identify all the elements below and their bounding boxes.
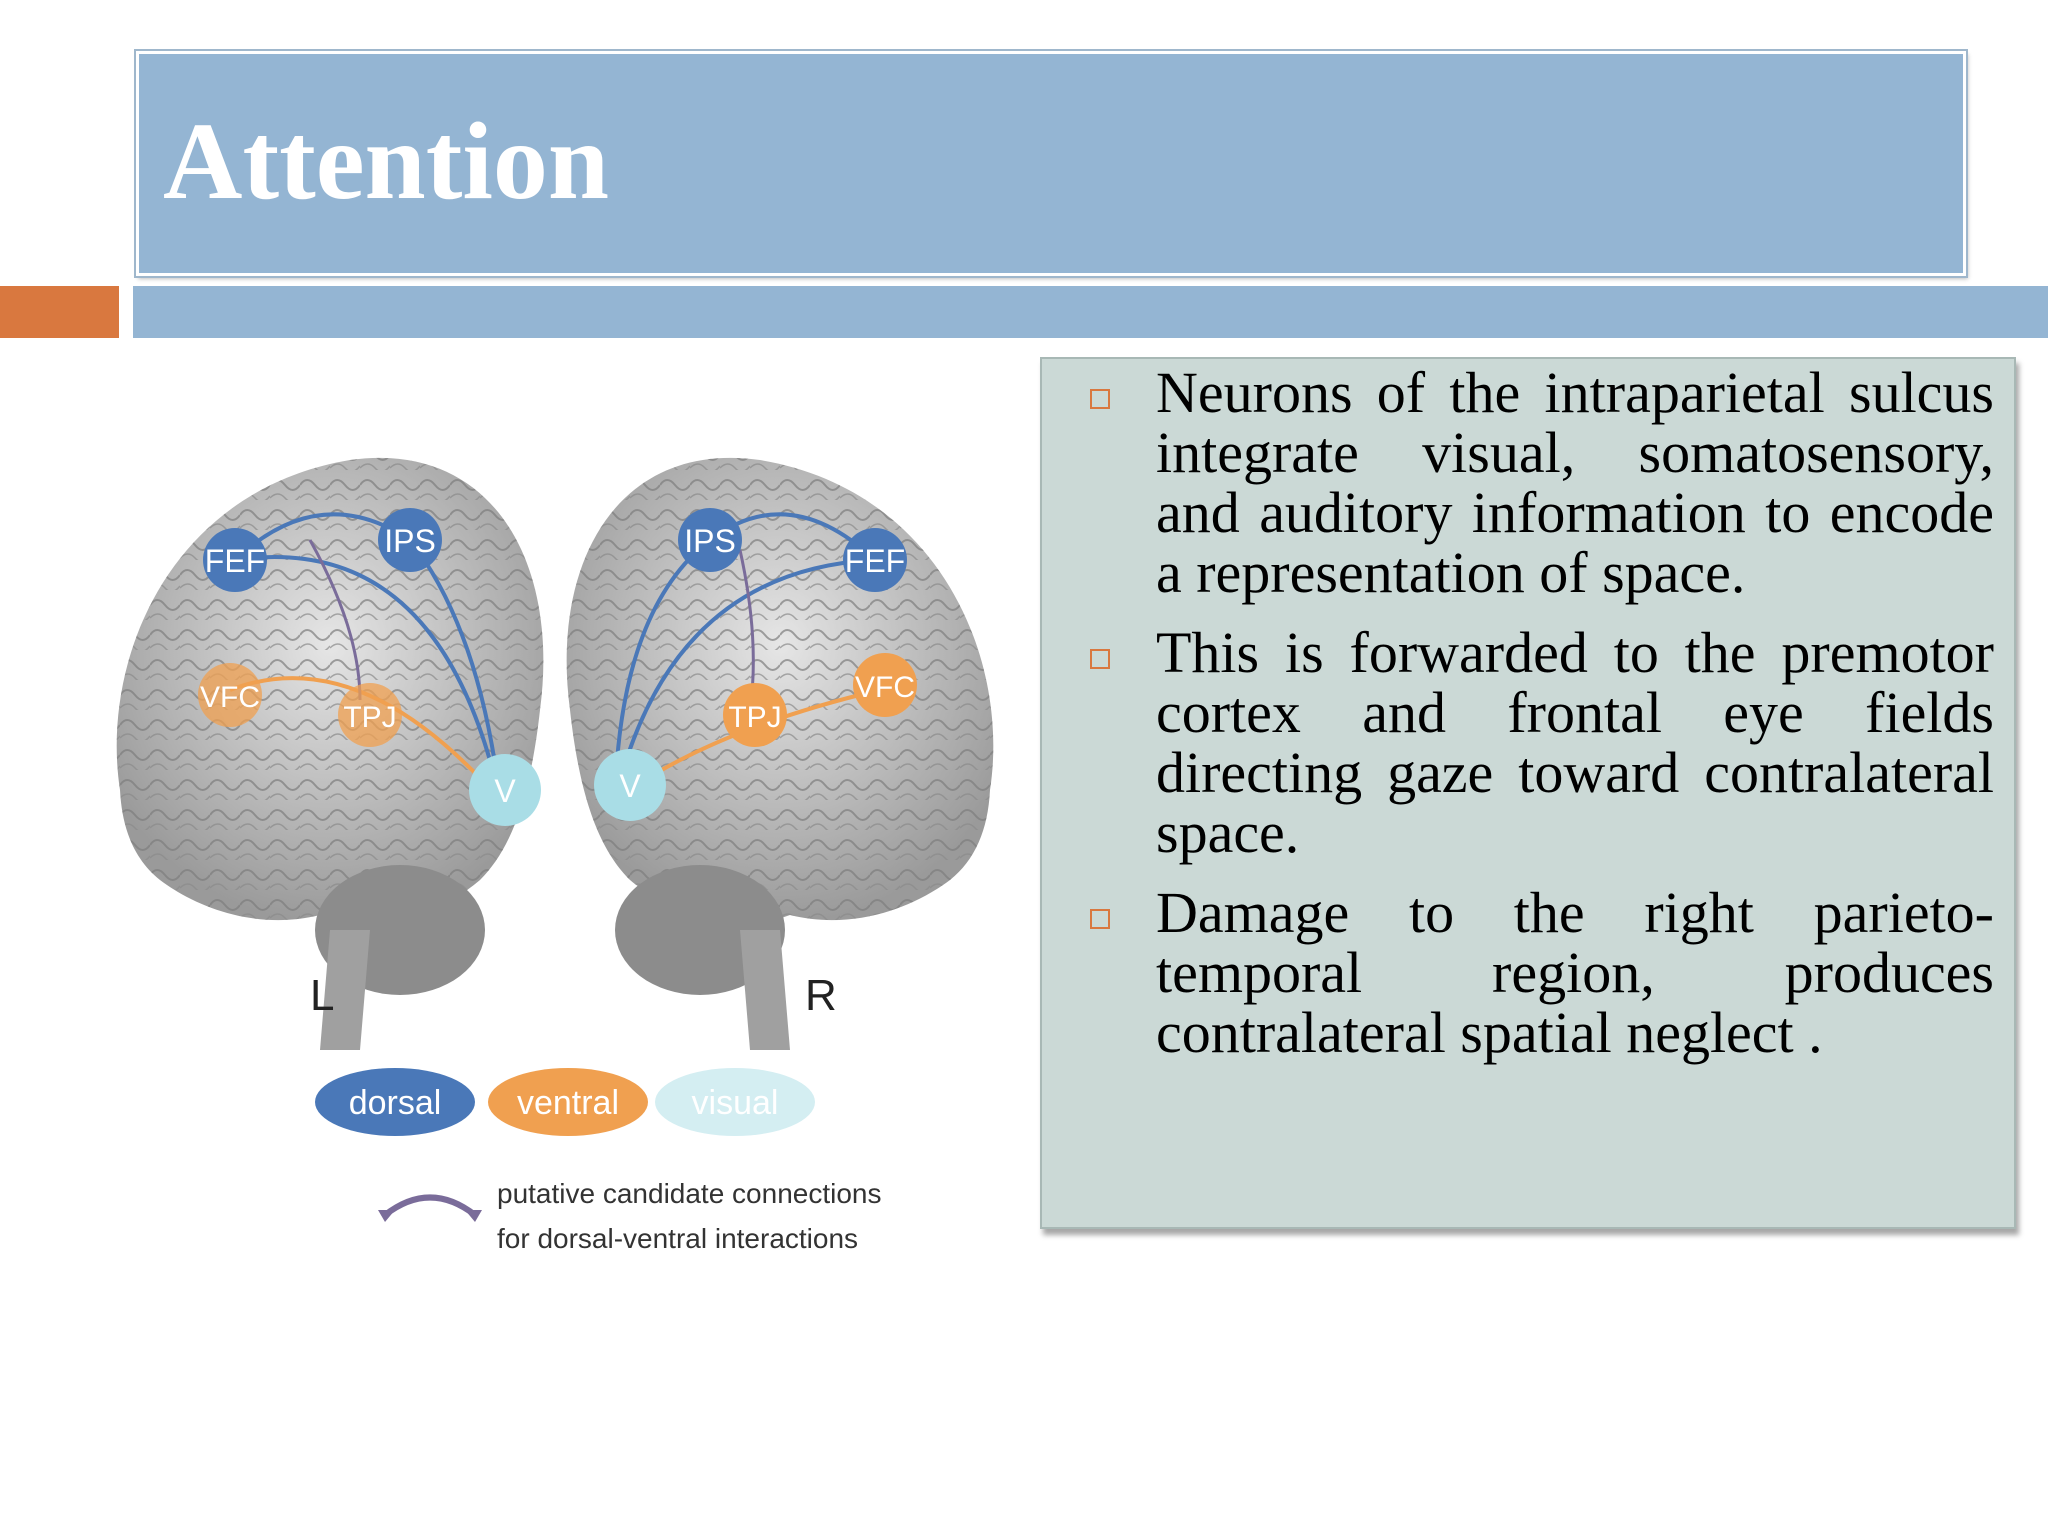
right-fef-label: FEF [845,543,905,579]
right-tpj-label: TPJ [728,701,781,734]
connection-arrow-icon [383,1194,477,1218]
bullet-item: Damage to the right parieto-temporal reg… [1064,883,1994,1063]
left-ips-label: IPS [384,523,436,559]
square-bullet-icon [1090,389,1110,409]
bullet-text: Neurons of the intraparietal sulcus inte… [1156,360,1994,605]
right-vfc-node [853,653,917,717]
left-vfc-node [198,663,262,727]
legend-dorsal-swatch [315,1068,475,1136]
left-ips-node [378,508,442,572]
bullet-item: Neurons of the intraparietal sulcus inte… [1064,363,1994,603]
legend-connections-line2: for dorsal-ventral interactions [497,1223,858,1254]
brain-network-figure: FEF IPS VFC TPJ V IPS FEF VFC TPJ V L R … [60,410,1050,1280]
bullet-text: Damage to the right parieto-temporal reg… [1156,880,1994,1065]
bullet-list: Neurons of the intraparietal sulcus inte… [1064,363,1994,1083]
slide-title: Attention [163,100,610,222]
legend-visual-label: visual [692,1084,779,1122]
content-panel: Neurons of the intraparietal sulcus inte… [1040,357,2016,1229]
accent-bar-blue [133,286,2048,338]
bullet-text: This is forwarded to the premotor cortex… [1156,620,1994,865]
right-fef-node [843,528,907,592]
square-bullet-icon [1090,909,1110,929]
legend-ventral-label: ventral [517,1084,619,1122]
right-ips-node [678,508,742,572]
left-tpj-node [338,683,402,747]
right-hemisphere-label: R [805,971,837,1020]
left-vfc-label: VFC [200,681,260,714]
right-v-label: V [619,768,641,804]
left-v-node [469,754,541,826]
legend-visual-swatch [655,1068,815,1136]
legend-dorsal-label: dorsal [349,1084,442,1122]
square-bullet-icon [1090,649,1110,669]
legend-connections-line1: putative candidate connections [497,1178,882,1209]
right-ips-label: IPS [684,523,736,559]
bullet-item: This is forwarded to the premotor cortex… [1064,623,1994,863]
legend-ventral-swatch [488,1068,648,1136]
left-fef-node [203,528,267,592]
right-v-node [594,749,666,821]
right-tpj-node [723,683,787,747]
right-vfc-label: VFC [855,671,915,704]
accent-bar-orange [0,286,119,338]
left-hemisphere-label: L [310,971,334,1020]
left-hemisphere [116,457,544,1050]
left-v-label: V [494,773,516,809]
left-tpj-label: TPJ [343,701,396,734]
left-fef-label: FEF [205,543,265,579]
title-bar: Attention [134,49,1968,278]
